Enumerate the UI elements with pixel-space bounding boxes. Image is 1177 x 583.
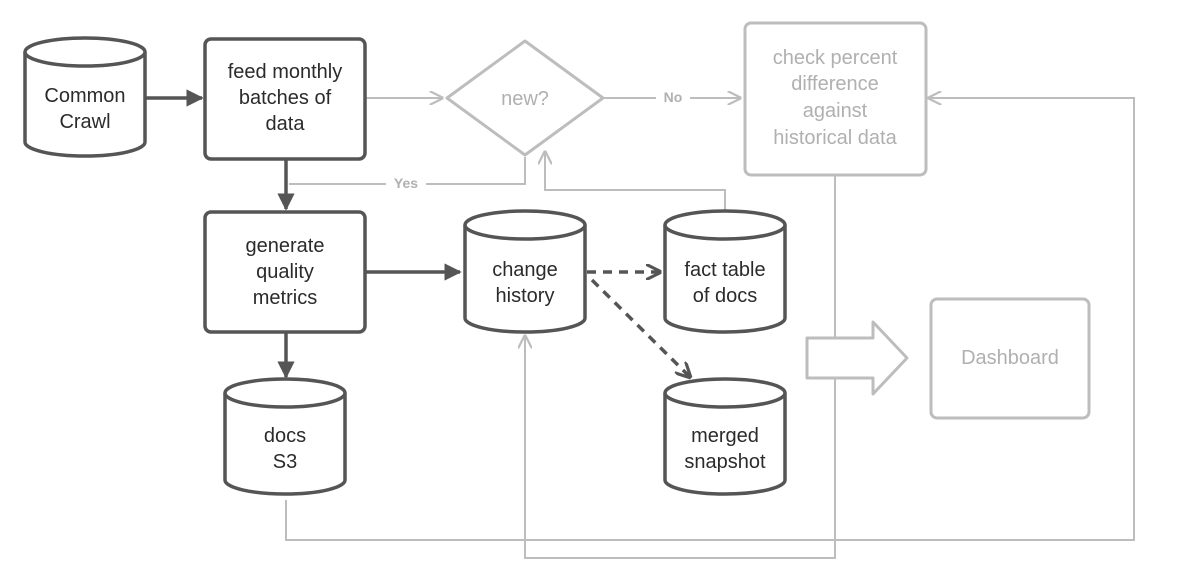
node-fact-table-of-docs: fact table of docs: [663, 209, 787, 334]
edge-label-yes: Yes: [394, 175, 418, 191]
edge-docs-to-check: [285, 98, 1135, 541]
node-feed-line-3: data: [266, 113, 306, 135]
node-check-line-3: against: [803, 100, 868, 122]
node-change-history: change history: [463, 209, 587, 334]
node-docs-s3-line-1: docs: [264, 425, 306, 447]
node-docs-s3: docs S3: [223, 377, 347, 496]
node-dashboard-label: Dashboard: [961, 347, 1059, 369]
node-generate-line-3: metrics: [253, 287, 317, 309]
node-fact-table-line-2: of docs: [693, 285, 757, 307]
node-check-line-4: historical data: [773, 127, 897, 149]
node-check-percent-difference: check percent difference against histori…: [743, 21, 928, 177]
node-merged-snapshot: merged snapshot: [663, 377, 787, 496]
node-change-history-line-1: change: [492, 259, 558, 281]
node-common-crawl-line-2: Crawl: [59, 111, 110, 133]
node-feed-monthly-batches: feed monthly batches of data: [203, 37, 367, 161]
edge-change-to-merged: [590, 278, 690, 377]
node-merged-line-1: merged: [691, 425, 759, 447]
node-fact-table-line-1: fact table: [684, 259, 765, 281]
node-check-line-2: difference: [791, 73, 878, 95]
node-check-line-1: check percent: [773, 47, 898, 69]
node-generate-quality-metrics: generate quality metrics: [203, 210, 367, 334]
node-new-decision-label: new?: [501, 88, 549, 110]
node-docs-s3-line-2: S3: [273, 451, 297, 473]
node-generate-line-2: quality: [256, 261, 314, 283]
node-change-history-line-2: history: [496, 285, 555, 307]
edge-fact-to-new: [545, 152, 726, 211]
node-feed-line-2: batches of: [239, 87, 332, 109]
arrow-to-dashboard-icon: [805, 320, 909, 396]
node-generate-line-1: generate: [246, 235, 325, 257]
edge-new-to-generate: [289, 157, 526, 185]
node-feed-line-1: feed monthly: [228, 61, 343, 83]
node-common-crawl: Common Crawl: [23, 36, 147, 158]
node-merged-line-2: snapshot: [684, 451, 766, 473]
edge-label-no: No: [664, 89, 683, 105]
node-common-crawl-line-1: Common: [44, 85, 125, 107]
node-new-decision: new?: [445, 39, 605, 157]
node-dashboard: Dashboard: [929, 297, 1091, 420]
